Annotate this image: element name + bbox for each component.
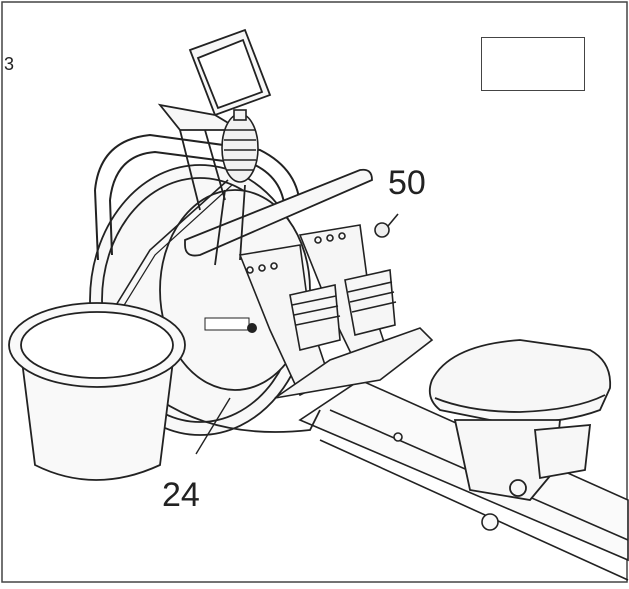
handlebar: [184, 168, 373, 266]
step-number: 3: [4, 54, 15, 74]
seat: [428, 339, 612, 501]
footrests: [238, 224, 434, 399]
callout-50: 50: [388, 164, 426, 202]
rail: [298, 379, 629, 581]
callout-24: 24: [162, 476, 200, 514]
part-50-knob: [374, 213, 399, 238]
leader-line-24: [195, 397, 231, 455]
blank-label-box: [481, 37, 585, 91]
front-frame-loop: [94, 133, 301, 261]
bucket: [8, 302, 186, 481]
monitor: [157, 28, 272, 211]
control-panel: [204, 317, 257, 333]
pull-handle-grip: [221, 109, 259, 183]
